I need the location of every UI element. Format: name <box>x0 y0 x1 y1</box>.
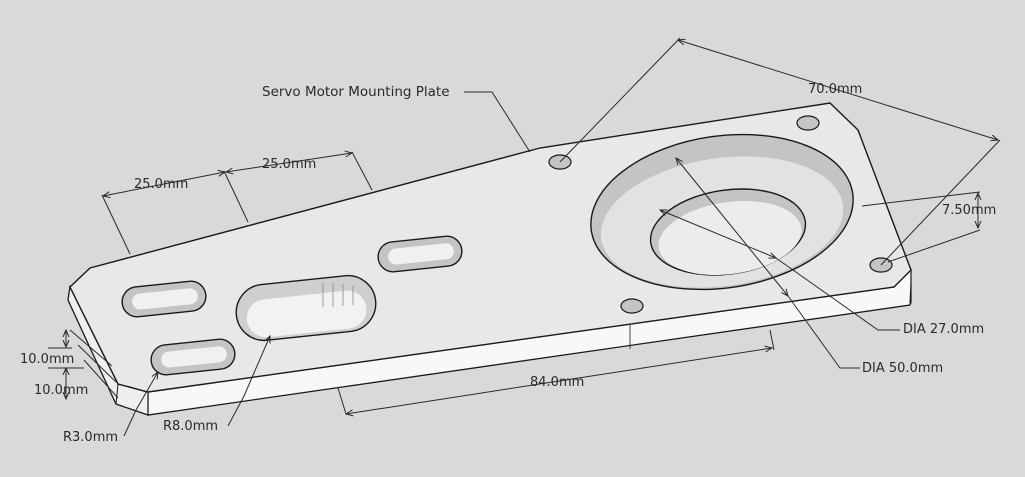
dim-slot-spacing-2: 25.0mm <box>262 157 317 172</box>
dim-corner-radius: R3.0mm <box>63 430 119 445</box>
slot-large <box>235 274 377 342</box>
dim-overall-length: 70.0mm <box>808 82 863 97</box>
dim-edge-offset-2: 10.0mm <box>34 383 89 398</box>
hole-bottom-left <box>620 298 644 314</box>
dim-edge-offset-1: 10.0mm <box>20 352 75 367</box>
drawing-title: Servo Motor Mounting Plate <box>262 84 450 100</box>
slot-left-lower <box>150 338 236 376</box>
dim-base-length: 84.0mm <box>530 375 585 390</box>
dim-bore-diameter: DIA 27.0mm <box>903 322 985 337</box>
dim-slot-radius: R8.0mm <box>163 419 219 434</box>
dim-slot-spacing-1: 25.0mm <box>134 177 189 192</box>
dimension-lines <box>48 37 1001 437</box>
hole-top-right <box>796 115 820 131</box>
slot-left-upper <box>121 280 207 318</box>
dim-recess-diameter: DIA 50.0mm <box>862 361 944 376</box>
slot-upper-right <box>377 235 463 273</box>
dim-hole-offset: 7.50mm <box>942 203 997 218</box>
